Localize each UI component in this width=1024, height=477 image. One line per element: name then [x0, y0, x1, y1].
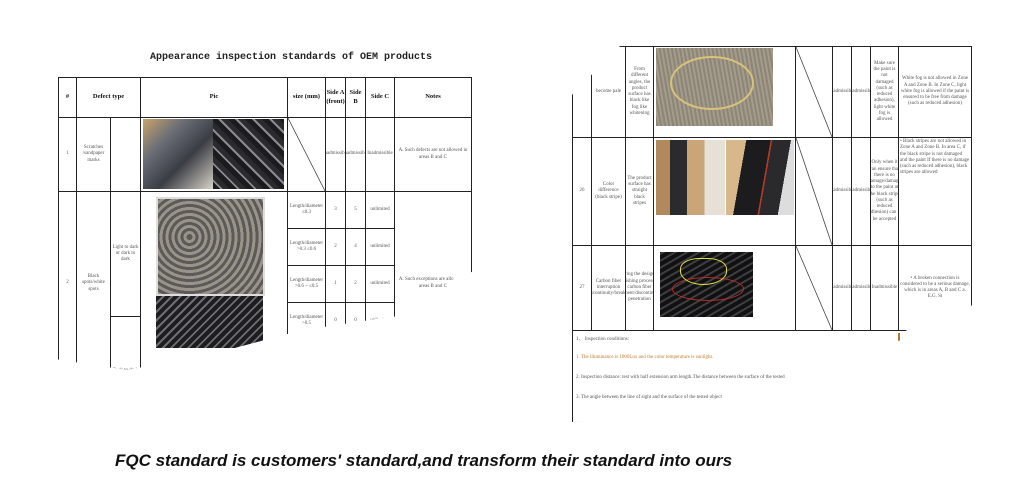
row-27-desc: During the design or polishing process o…	[625, 245, 654, 331]
size-row-a: 0	[325, 302, 346, 340]
header-defect-type: Defect type	[76, 77, 141, 118]
row-a-no	[572, 46, 592, 138]
row1-no: 1	[58, 117, 77, 192]
row-27-size	[795, 245, 833, 331]
size-row-size: Length/diameter	[287, 339, 326, 370]
row-27-defect: Carbon fiber interruption /Discontinuity…	[591, 245, 626, 331]
row1-defect: Scratches /sandpaper marks	[76, 117, 111, 192]
header-notes: Notes	[394, 77, 472, 118]
row-26-side-c: Only when it can ensure that there is no…	[870, 137, 899, 246]
conditions-box	[572, 330, 943, 422]
row2-notes: A. Such exceptions are allowed in areas …	[394, 191, 472, 370]
row1-sub	[110, 117, 141, 192]
size-row-c: unlimited	[365, 228, 395, 266]
fiber-break-photo	[660, 252, 753, 317]
size-row-b	[345, 339, 366, 370]
scratch-photo-1	[143, 119, 213, 189]
size-row-b: 4	[345, 228, 366, 266]
size-row-size: Length/diameter >0.3 ≤0.6	[287, 228, 326, 266]
caption: FQC standard is customers' standard,and …	[115, 451, 733, 470]
size-row-size: Length/diameter >0.6 ~ ≤0.5	[287, 265, 326, 303]
row-a-notes: White fog is not allowed in Zone A and Z…	[898, 46, 972, 138]
header-side-c: Side C	[365, 77, 395, 118]
row-a-side-b: Inadmissible	[851, 46, 871, 138]
row-26-no: 26	[572, 137, 592, 246]
size-row-b: 5	[345, 191, 366, 229]
row-27-no: 27	[572, 245, 592, 331]
right-document: become pale From different angles, the p…	[572, 46, 972, 422]
stripe-photo-1	[656, 140, 725, 215]
row-27-notes: • A broken connection is considered to b…	[898, 245, 972, 331]
size-row-c: unlimited	[365, 302, 395, 340]
size-row-size: Length/diameter ≤0.3	[287, 191, 326, 229]
size-row-b: 0	[345, 302, 366, 340]
header-pic: Pic	[140, 77, 288, 118]
chair-icon	[898, 333, 924, 361]
pale-photo	[656, 48, 773, 126]
row-a-side-a: Inadmissible	[832, 46, 852, 138]
spot-photo-2	[156, 296, 263, 348]
size-row-c: unlimited	[365, 191, 395, 229]
condition-heading: 1、 Inspection conditions:	[576, 337, 630, 342]
scratch-photo-2	[213, 119, 284, 189]
row2-sub2: Dark to dark	[110, 316, 141, 370]
header-size: size (mm)	[287, 77, 326, 118]
row-26-desc: The product surface has straight black s…	[625, 137, 654, 246]
row1-side-c: Inadmissible	[365, 117, 395, 192]
header-no: #	[58, 77, 77, 118]
row-a-size	[795, 46, 833, 138]
row-26-side-b: Inadmissible	[851, 137, 871, 246]
row1-notes: A. Such defects are not allowed in areas…	[394, 117, 472, 192]
row-26-notes: • Black stripes are not allowed in Zone …	[898, 137, 972, 246]
size-row-c	[365, 339, 395, 370]
row-27-side-b: Inadmissible	[851, 245, 871, 331]
spot-photo-1	[156, 197, 265, 296]
row-a-defect: become pale	[591, 46, 626, 138]
row-a-desc: From different angles, the product surfa…	[625, 46, 654, 138]
size-row-b: 2	[345, 265, 366, 303]
row-27-side-c: Inadmissible	[870, 245, 899, 331]
condition-1: 1. The illuminance is 1000Lux and the co…	[576, 355, 714, 360]
condition-3: 3. The angle between the line of sight a…	[576, 395, 722, 400]
stripe-photo-2	[726, 140, 794, 215]
row-26-side-a: Inadmissible	[832, 137, 852, 246]
row2-sub1: Light to dark or dark to dark	[110, 191, 141, 317]
row-26-size	[795, 137, 833, 246]
size-row-a	[325, 339, 346, 370]
size-row-a: 3	[325, 191, 346, 229]
header-side-a: Side A (front)	[325, 77, 346, 118]
size-row-a: 2	[325, 228, 346, 266]
row1-side-a: Inadmissible	[325, 117, 346, 192]
left-document: Appearance inspection standards of OEM p…	[40, 40, 475, 370]
size-row-a: 1	[325, 265, 346, 303]
size-row-c: unlimited	[365, 265, 395, 303]
condition-2: 2. Inspection distance: test with half e…	[576, 375, 785, 380]
row1-size	[287, 117, 326, 192]
row-a-side-c: Make sure the paint is not damaged (such…	[870, 46, 899, 138]
row-26-defect: Color difference (black stripe)	[591, 137, 626, 246]
size-row-size: Length/diameter >0.5	[287, 302, 326, 340]
row2-defect: Black spots/white spots	[76, 191, 111, 370]
row1-side-b: Inadmissible	[345, 117, 366, 192]
row2-no: 2	[58, 191, 77, 370]
header-side-b: Side B	[345, 77, 366, 118]
row-27-side-a: Inadmissible	[832, 245, 852, 331]
document-title: Appearance inspection standards of OEM p…	[150, 52, 433, 63]
